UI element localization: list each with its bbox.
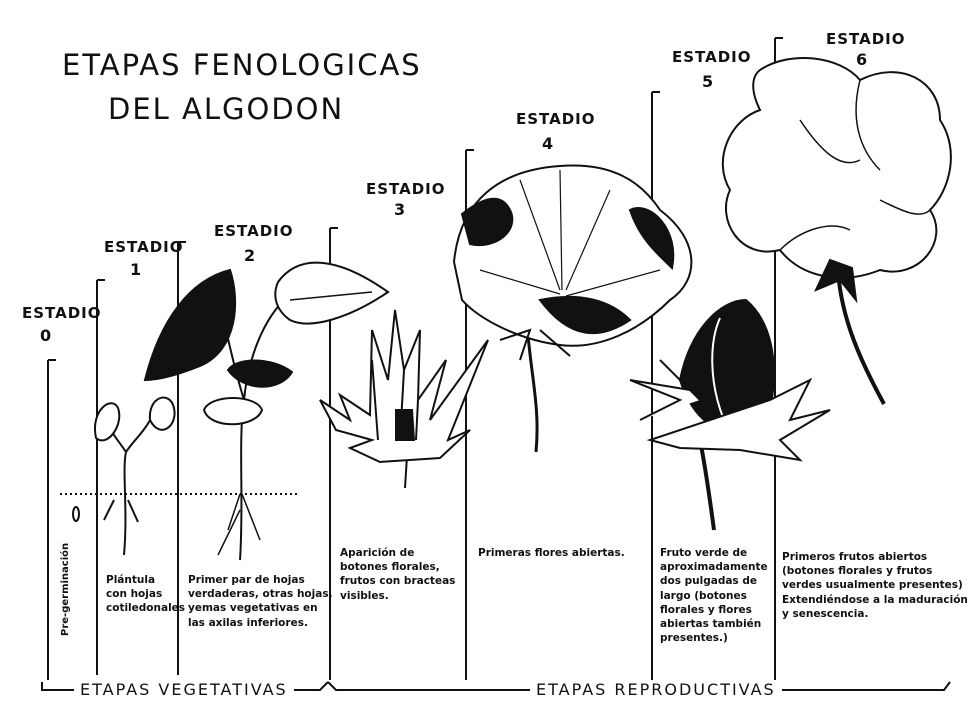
stage-0-number: 0 xyxy=(40,326,51,345)
stage-1-description: Plántula con hojas cotiledonales xyxy=(106,573,185,616)
stage-4-label: ESTADIO xyxy=(516,110,596,128)
stage-3-label: ESTADIO xyxy=(366,180,446,198)
stage-0-label: ESTADIO xyxy=(22,304,102,322)
stage-2-label: ESTADIO xyxy=(214,222,294,240)
stage-1-label: ESTADIO xyxy=(104,238,184,256)
stage-6-label: ESTADIO xyxy=(826,30,906,48)
title-line-1: ETAPAS FENOLOGICAS xyxy=(62,48,422,82)
stage-6-description: Primeros frutos abiertos (botones floral… xyxy=(782,550,968,621)
stage-3-number: 3 xyxy=(394,200,405,219)
stage-3-description: Aparición de botones florales, frutos co… xyxy=(340,546,455,603)
stage-0-description: Pre-germinación xyxy=(60,543,71,636)
stage-5-description: Fruto verde de aproximadamente dos pulga… xyxy=(660,546,768,645)
seed-illustration xyxy=(73,507,79,521)
stage-2-description: Primer par de hojas verdaderas, otras ho… xyxy=(188,573,333,630)
stage-6-number: 6 xyxy=(856,50,867,69)
reproductive-stages-label: ETAPAS REPRODUCTIVAS xyxy=(530,680,782,699)
title-line-2: DEL ALGODON xyxy=(108,92,344,126)
stage-5-label: ESTADIO xyxy=(672,48,752,66)
floral-bud-illustration xyxy=(320,310,488,488)
seedling-illustration xyxy=(95,398,175,555)
vegetative-stages-label: ETAPAS VEGETATIVAS xyxy=(74,680,294,699)
stage-4-description: Primeras flores abiertas. xyxy=(478,546,625,560)
open-flower-illustration xyxy=(454,165,691,452)
stage-1-number: 1 xyxy=(130,260,141,279)
stage-5-number: 5 xyxy=(702,72,713,91)
green-boll-illustration xyxy=(630,300,830,530)
stage-4-number: 4 xyxy=(542,134,553,153)
stage-2-number: 2 xyxy=(244,246,255,265)
